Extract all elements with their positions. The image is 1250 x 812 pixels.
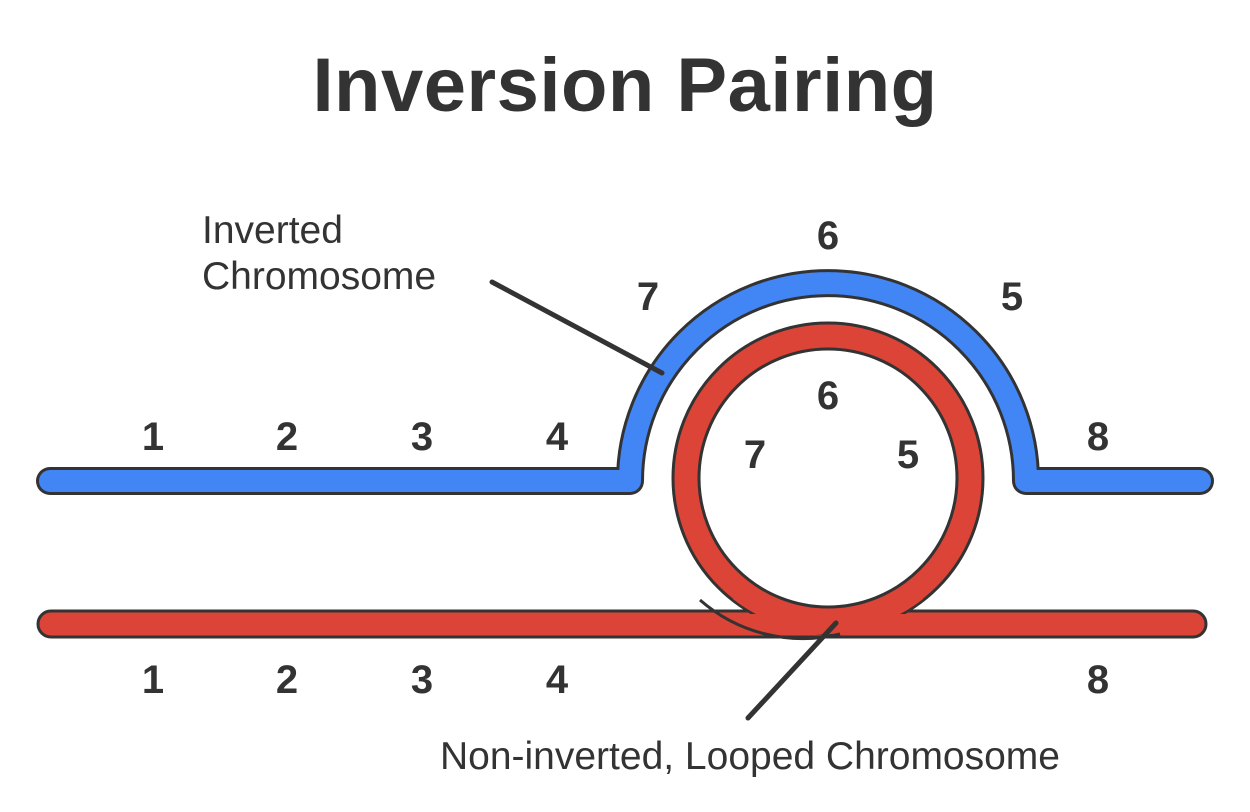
segment-label: 4 — [546, 415, 569, 459]
non-inverted-chromosome-label: Non-inverted, Looped Chromosome — [440, 735, 1060, 778]
segment-label: 6 — [817, 214, 839, 258]
segment-label: 4 — [546, 658, 569, 702]
diagram-title: Inversion Pairing — [312, 43, 938, 128]
segment-label: 8 — [1087, 658, 1109, 702]
segment-label: 2 — [276, 415, 298, 459]
non-inverted-label-leader — [745, 620, 839, 721]
inverted-segment-labels: 1 2 3 4 7 6 5 8 — [142, 214, 1109, 459]
inverted-label-leader — [489, 279, 665, 376]
segment-label: 5 — [1001, 275, 1023, 319]
loop-segment-labels: 7 6 5 — [744, 374, 919, 477]
segment-label: 2 — [276, 658, 298, 702]
segment-label: 3 — [411, 658, 433, 702]
non-inverted-segment-labels: 1 2 3 4 8 — [142, 658, 1109, 702]
non-inverted-chromosome — [36, 321, 1208, 641]
segment-label: 1 — [142, 415, 164, 459]
segment-label: 7 — [637, 275, 659, 319]
segment-label: 5 — [897, 433, 919, 477]
inverted-chromosome — [36, 269, 1214, 495]
segment-label: 8 — [1087, 415, 1109, 459]
inverted-chromosome-label-line1: Inverted — [202, 209, 343, 252]
inverted-chromosome-label-line2: Chromosome — [202, 255, 436, 298]
segment-label: 6 — [817, 374, 839, 418]
segment-label: 1 — [142, 658, 164, 702]
segment-label: 3 — [411, 415, 433, 459]
segment-label: 7 — [744, 433, 766, 477]
